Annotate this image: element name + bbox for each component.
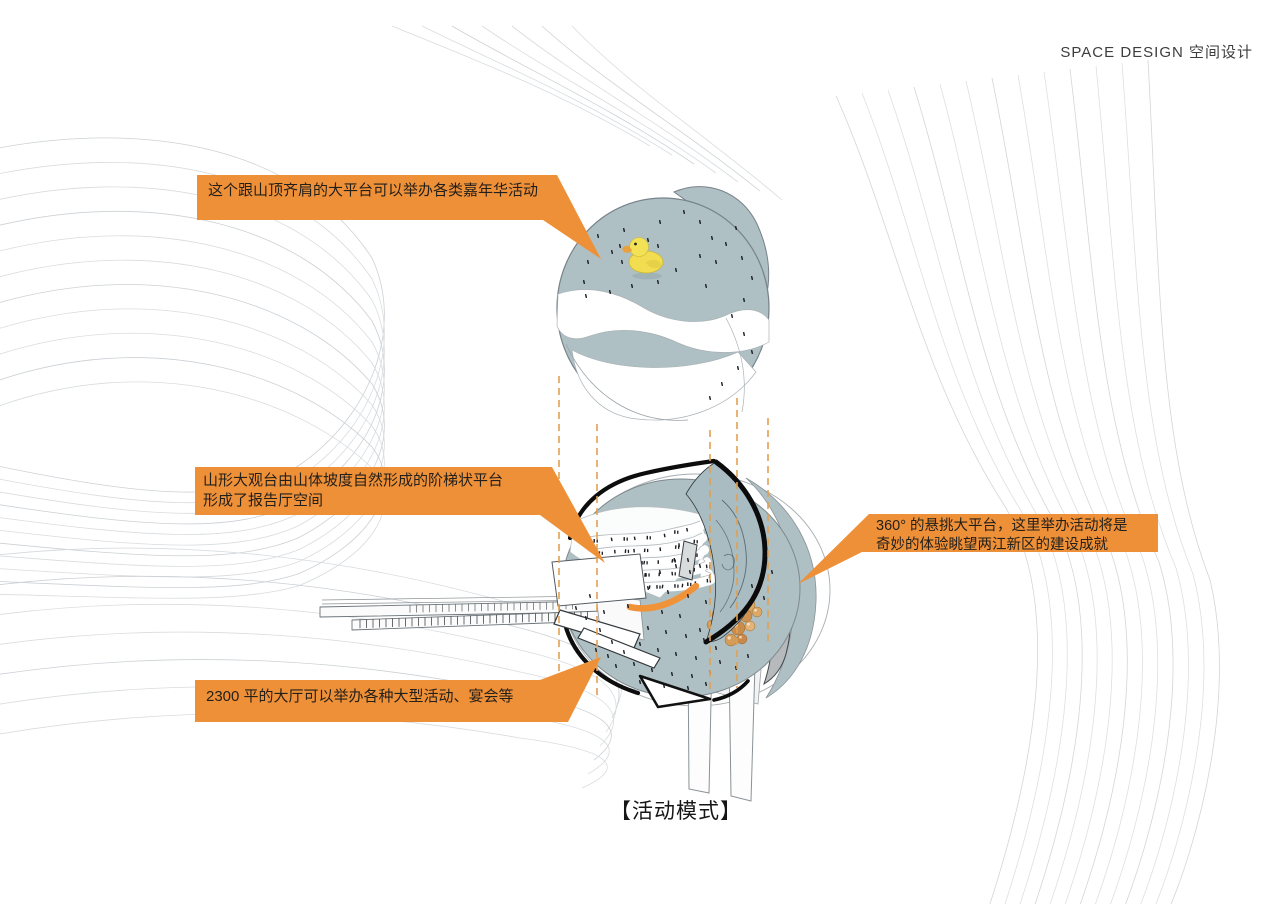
callout-shape-cantilever [798,514,1158,584]
orange-stage-arc [626,582,700,612]
callout-shape-observatory [195,467,605,563]
callout-text-top: 这个跟山顶齐肩的大平台可以举办各类嘉年华活动 [208,181,554,201]
callout-shapes [195,175,1158,722]
people-marks-upper [582,209,754,401]
access-ramp-pier [319,595,645,641]
contour-lines [0,25,1220,904]
callout-shape-top [197,175,601,259]
callout-text-cantilever: 360° 的悬挑大平台，这里举办活动将是 奇妙的体验眺望两江新区的建设成就 [876,517,1156,555]
callout-observatory-line1: 山形大观台由山体坡度自然形成的阶梯状平台 [203,472,504,489]
upper-event-platform [556,186,770,421]
projection-dashed-lines [558,376,769,700]
callout-cantilever-line1: 360° 的悬挑大平台，这里举办活动将是 [876,518,1128,534]
white-wedge [638,674,712,709]
callout-text-hall: 2300 平的大厅可以举办各种大型活动、宴会等 [206,687,562,707]
callout-shape-hall [195,657,601,722]
callout-cantilever-line2: 奇妙的体验眺望两江新区的建设成就 [876,537,1108,553]
rubber-duck-icon [622,237,664,280]
people-marks-lower [574,557,774,691]
callout-top-line: 这个跟山顶齐肩的大平台可以举办各类嘉年华活动 [208,182,539,199]
callout-observatory-line2: 形成了报告厅空间 [203,492,324,509]
page-caption: 【活动模式】 [610,799,742,823]
page-header-title: SPACE DESIGN 空间设计 [1060,44,1253,61]
callout-hall-line: 2300 平的大厅可以举办各种大型活动、宴会等 [206,688,514,705]
callout-text-observatory: 山形大观台由山体坡度自然形成的阶梯状平台 形成了报告厅空间 [203,471,553,511]
